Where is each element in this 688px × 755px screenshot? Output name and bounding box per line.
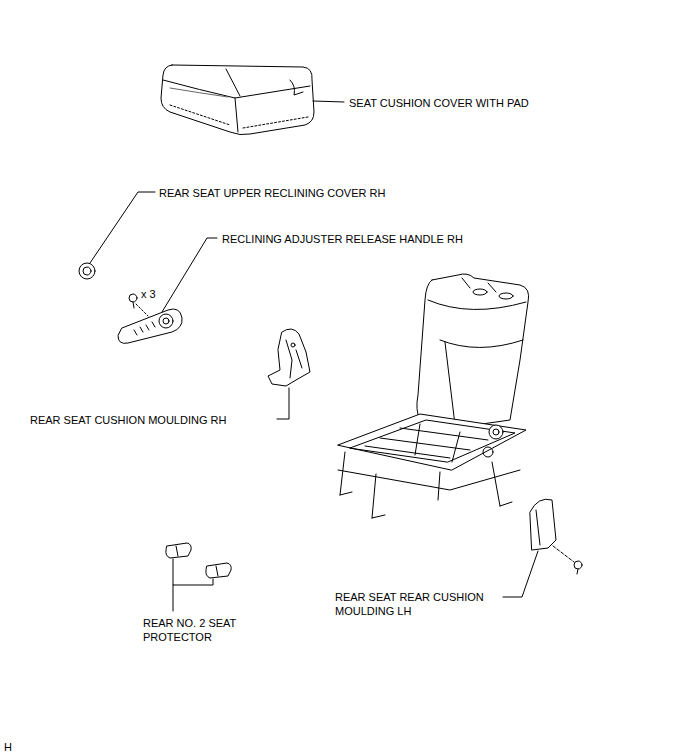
part-name: REAR NO. 2 SEAT PROTECTOR (143, 616, 253, 644)
moulding-lh-drawing (530, 499, 582, 574)
leader-line (173, 559, 213, 611)
part-name: RECLINING ADJUSTER RELEASE HANDLE RH (222, 232, 463, 246)
cover-drawing (79, 263, 95, 279)
leader-line (90, 192, 155, 263)
part-name: SEAT CUSHION COVER WITH PAD (349, 96, 529, 110)
handle-drawing (118, 309, 182, 343)
part-name: REAR SEAT REAR CUSHION MOULDING LH (335, 590, 507, 618)
leader-line (162, 238, 217, 312)
figure-code: H (4, 740, 12, 754)
seat-frame-drawing (338, 274, 529, 518)
cushion-drawing (161, 65, 314, 135)
leader-line (503, 551, 538, 597)
moulding-drawing (268, 329, 310, 386)
quantity-label: x 3 (141, 287, 156, 301)
part-name: REAR SEAT CUSHION MOULDING RH (30, 413, 226, 427)
part-name: REAR SEAT UPPER RECLINING COVER RH (159, 186, 385, 200)
protector-drawing (166, 543, 231, 578)
leader-line (313, 101, 344, 102)
leader-line (277, 388, 289, 419)
